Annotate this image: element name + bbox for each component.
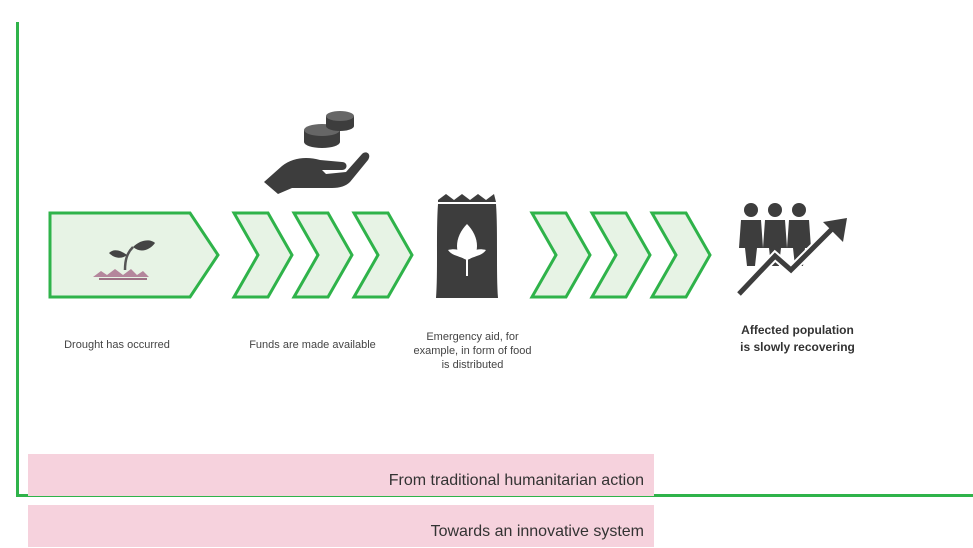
step-caption-drought: Drought has occurred <box>64 339 170 351</box>
chevron-arrows-group-1 <box>231 211 414 299</box>
step-caption-recovering: Affected population is slowly recovering <box>740 323 855 354</box>
step-caption-funds: Funds are made available <box>249 339 376 351</box>
chevron-arrows-group-2 <box>529 211 712 299</box>
innovative-system-label: Towards an innovative system <box>430 523 644 540</box>
vertical-axis-line <box>16 22 19 497</box>
hand-with-coins-icon <box>264 111 370 194</box>
people-rising-trend-icon <box>735 203 847 298</box>
traditional-action-label: From traditional humanitarian action <box>388 472 644 489</box>
step-caption-emergency-aid: Emergency aid, for example, in form of f… <box>413 331 532 371</box>
sprouting-plant-icon <box>93 240 155 280</box>
drought-step-arrow <box>48 211 220 299</box>
food-sack-icon <box>436 194 498 298</box>
innovative-system-band: Towards an innovative system <box>28 505 654 547</box>
traditional-action-band: From traditional humanitarian action <box>28 454 654 496</box>
